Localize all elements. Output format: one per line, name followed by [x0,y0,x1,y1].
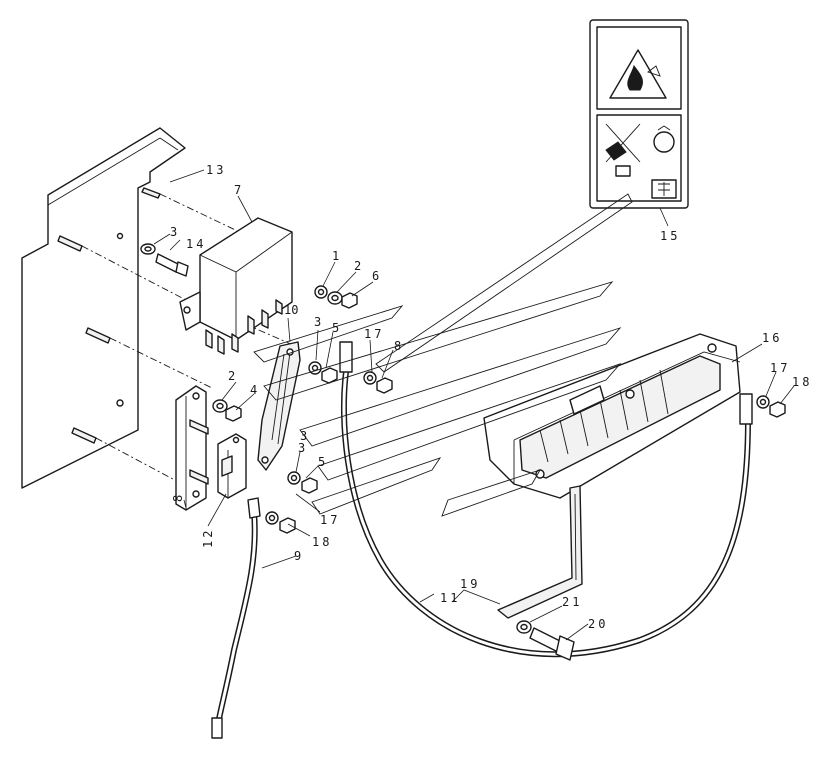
battery-cover [483,333,741,499]
mounting-plate [21,127,186,489]
callout-12: 12 [201,528,215,548]
callout-16: 16 [762,331,782,345]
safety-decal [589,19,689,209]
washer-3-mid [308,361,322,375]
bolt-20 [529,627,575,661]
callout-19: 19 [460,577,480,591]
callout-7: 7 [234,183,241,197]
manual-book-icon [651,179,677,199]
callout-2-top: 2 [354,259,361,273]
terminal-bracket [175,385,209,511]
washer-17-low [265,511,279,525]
fire-warning-icon [609,49,667,99]
callout-18-right: 18 [792,375,812,389]
washer-2-top [327,291,343,305]
callout-13: 13 [206,163,226,177]
callout-17-low: 17 [320,513,340,527]
callout-14: 14 [186,237,206,251]
callout-18-low: 18 [312,535,332,549]
callout-5-low: 5 [318,455,325,469]
long-cable [339,341,753,658]
callout-8-mid: 8 [394,339,401,353]
nut-5-low [301,477,318,494]
clamp-block [217,433,247,499]
washer-17-right [756,395,770,409]
washer-21 [516,620,532,634]
nut-18-low [279,517,296,534]
plate-studs [57,187,161,444]
callout-4: 4 [250,383,257,397]
callout-5-mid: 5 [332,321,339,335]
callout-3-top: 3 [170,225,177,239]
nut-5-mid [321,367,338,384]
callout-11: 11 [440,591,460,605]
callout-17-mid: 17 [364,327,384,341]
washer-1 [314,285,328,299]
bolt-14 [155,253,189,277]
callout-9: 9 [294,549,301,563]
nut-18-mid [376,377,393,394]
callout-2-mid: 2 [228,369,235,383]
nut-4 [225,405,242,422]
callout-10: 10 [284,303,298,317]
washer-3-low [287,471,301,485]
callout-3-low: 3 [298,441,305,455]
ground-strap [257,341,301,471]
no-jumpstart-icon [605,123,675,177]
short-cable [211,497,261,739]
callout-20: 20 [588,617,608,631]
callout-1: 1 [332,249,339,263]
leader-lines [153,169,795,641]
nut-18-right [769,401,786,418]
callouts: 13 7 3 14 1 2 6 10 3 5 17 8 2 4 3 5 17 1… [170,163,812,631]
callout-6: 6 [372,269,379,283]
bent-strap [497,485,583,619]
relay-module [179,217,293,355]
washer-2-mid [212,399,228,413]
washer-17-mid [363,371,377,385]
callout-3-mid: 3 [314,315,321,329]
callout-21: 21 [562,595,582,609]
callout-8-low: 8 [171,495,185,502]
washer-3-top [140,243,156,255]
callout-15: 15 [660,229,680,243]
callout-3-extra: 3 [300,429,307,443]
nut-6 [341,292,358,309]
callout-17-right: 17 [770,361,790,375]
